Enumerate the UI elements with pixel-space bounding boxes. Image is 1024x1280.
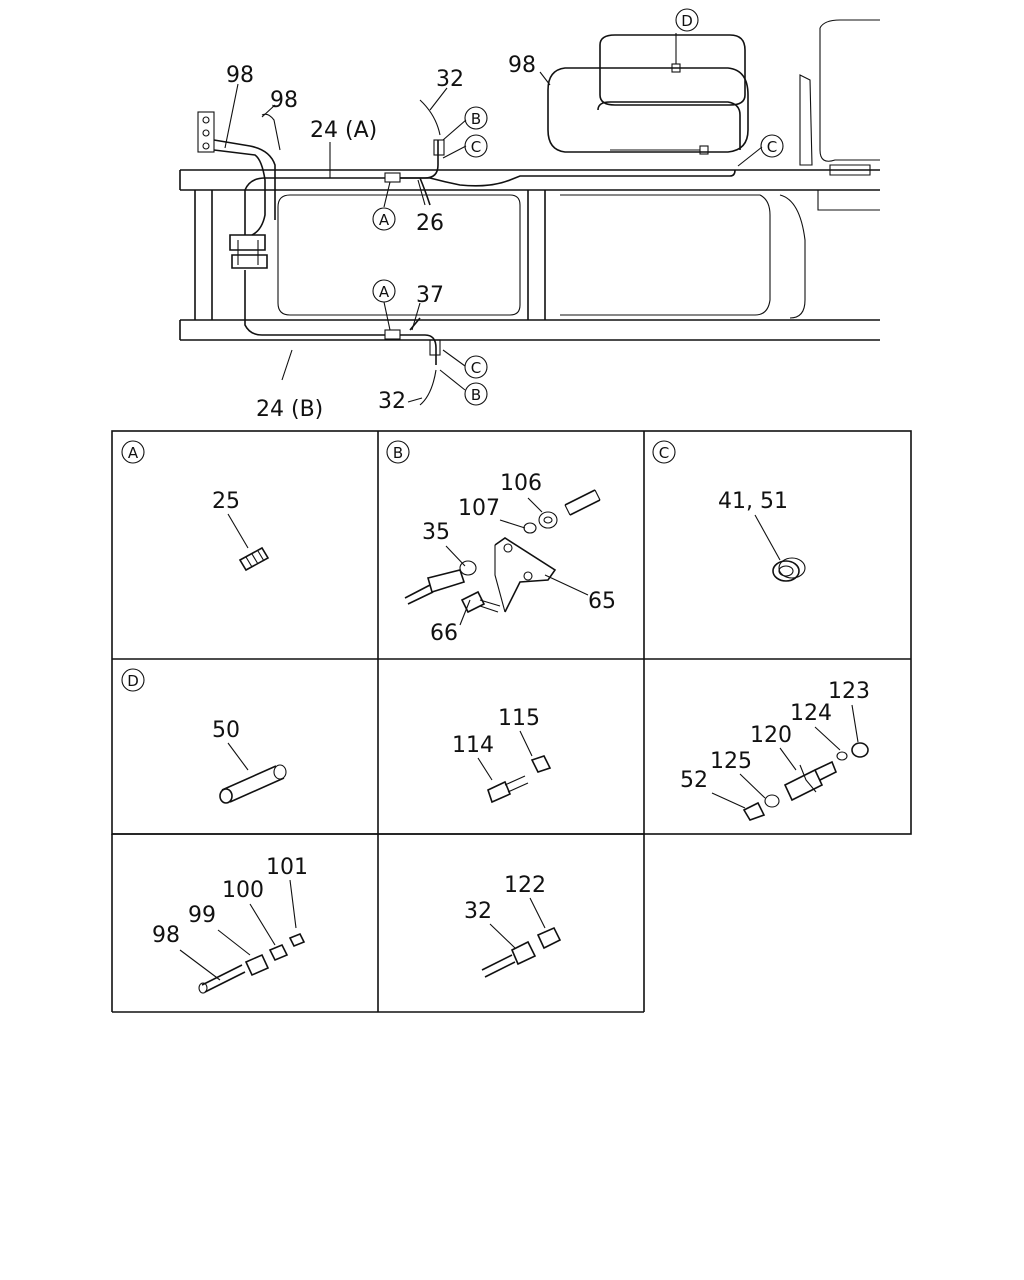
label-115: 115 xyxy=(498,706,540,731)
label-37: 37 xyxy=(416,283,444,308)
label-98-b: 98 xyxy=(270,88,298,113)
union-fitting-25 xyxy=(238,546,270,572)
callout-c-right: C xyxy=(760,134,784,158)
label-122: 122 xyxy=(504,873,546,898)
label-24b: 24 (B) xyxy=(256,397,323,422)
label-66: 66 xyxy=(430,621,458,646)
chassis-frame-view xyxy=(179,19,880,406)
label-65: 65 xyxy=(588,589,616,614)
label-50: 50 xyxy=(212,718,240,743)
label-25: 25 xyxy=(212,489,240,514)
svg-text:A: A xyxy=(379,283,390,301)
label-100: 100 xyxy=(222,878,264,903)
label-101: 101 xyxy=(266,855,308,880)
label-124: 124 xyxy=(790,701,832,726)
label-26: 26 xyxy=(416,211,444,236)
label-41-51: 41, 51 xyxy=(718,489,788,514)
panel-a: A 25 xyxy=(121,440,270,572)
svg-text:D: D xyxy=(681,12,693,30)
top-leaders xyxy=(224,33,763,403)
svg-text:A: A xyxy=(379,211,390,229)
callout-a-top: A xyxy=(372,207,396,231)
label-32-bottom: 32 xyxy=(378,389,406,414)
callout-b-top: B xyxy=(464,106,488,130)
label-32-detail: 32 xyxy=(464,899,492,924)
svg-text:B: B xyxy=(471,386,481,404)
label-99: 99 xyxy=(188,903,216,928)
panel-grid xyxy=(111,430,912,1013)
label-98-a: 98 xyxy=(226,63,254,88)
panel-c-letter: C xyxy=(659,444,669,462)
svg-text:C: C xyxy=(767,138,777,156)
callout-c-top: C xyxy=(464,134,488,158)
label-98-c: 98 xyxy=(508,53,536,78)
label-98-detail: 98 xyxy=(152,923,180,948)
label-125: 125 xyxy=(710,749,752,774)
svg-text:B: B xyxy=(471,110,481,128)
panel-e: 115 114 xyxy=(452,706,552,804)
panel-g: 101 100 99 98 xyxy=(152,855,308,994)
label-107: 107 xyxy=(458,496,500,521)
grommet-41-51 xyxy=(772,557,806,582)
callout-d-tank: D xyxy=(675,8,699,32)
panel-f: 123 124 120 125 52 xyxy=(680,679,870,821)
svg-text:C: C xyxy=(471,359,481,377)
panel-c: C 41, 51 xyxy=(652,440,806,582)
panel-b: B 106 107 35 65 66 xyxy=(386,440,616,646)
label-35: 35 xyxy=(422,520,450,545)
label-52: 52 xyxy=(680,768,708,793)
label-32-top: 32 xyxy=(436,67,464,92)
pipe-sleeve-50 xyxy=(219,764,287,804)
label-106: 106 xyxy=(500,471,542,496)
callout-c-bottom: C xyxy=(464,355,488,379)
svg-text:C: C xyxy=(471,138,481,156)
callout-b-bottom: B xyxy=(464,382,488,406)
label-24a: 24 (A) xyxy=(310,118,377,143)
callout-a-bottom: A xyxy=(372,279,396,303)
panel-a-letter: A xyxy=(128,444,139,462)
label-120: 120 xyxy=(750,723,792,748)
panel-h: 122 32 xyxy=(464,873,562,978)
label-114: 114 xyxy=(452,733,494,758)
panel-d-letter: D xyxy=(127,672,139,690)
label-123: 123 xyxy=(828,679,870,704)
panel-b-letter: B xyxy=(393,444,403,462)
panel-d: D 50 xyxy=(121,668,287,804)
